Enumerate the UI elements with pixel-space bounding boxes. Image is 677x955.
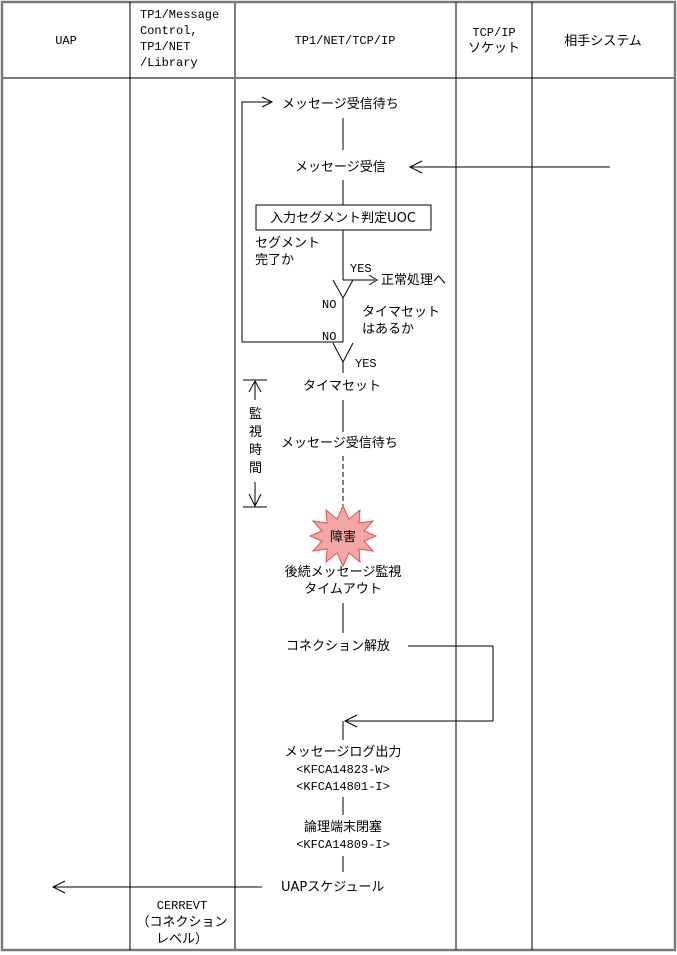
message-log-output: メッセージログ出力 <KFCA14823-W> <KFCA14801-I> [285,745,402,794]
svg-text:YES: YES [350,262,372,276]
segment-complete-question: セグメント [255,236,320,251]
retry-loop-line [241,96,343,343]
wait-message-label-2: メッセージ受信待ち [281,436,398,451]
logical-terminal-block: 論理端末閉塞 <KFCA14809-I> [296,819,390,852]
svg-text:/Library: /Library [140,56,198,70]
timer-set-label: タイマセット [303,379,381,394]
svg-text:<KFCA14823-W>: <KFCA14823-W> [296,763,390,777]
svg-text:YES: YES [355,357,377,371]
svg-text:TP1/NET/TCP/IP: TP1/NET/TCP/IP [295,34,396,48]
uap-schedule-label: UAPスケジュール [281,880,384,895]
svg-text:<KFCA14809-I>: <KFCA14809-I> [296,838,390,852]
header-tp1-message-control: TP1/Message Control, TP1/NET /Library [140,8,219,70]
wait-message-label-1: メッセージ受信待ち [282,97,399,112]
to-normal-processing: 正常処理へ [381,273,446,288]
svg-text:（コネクション: （コネクション [136,915,227,930]
arrow-up-icon [248,379,262,393]
cerrevt-note: CERREVT （コネクション レベル） [136,899,227,947]
failure-label: 障害 [330,529,356,545]
svg-text:UAP: UAP [55,34,77,48]
svg-text:時: 時 [249,443,262,458]
svg-text:NO: NO [322,330,336,344]
svg-text:相手システム: 相手システム [564,34,642,49]
svg-text:間: 間 [249,461,262,476]
header-partner-system: 相手システム [564,34,642,49]
svg-text:CERREVT: CERREVT [157,899,207,913]
svg-text:監: 監 [249,406,262,422]
svg-text:TCP/IP: TCP/IP [472,26,515,40]
svg-text:論理端末閉塞: 論理端末閉塞 [304,819,382,835]
svg-text:NO: NO [322,298,336,312]
connection-release-label: コネクション解放 [286,639,390,654]
header-uap: UAP [55,34,77,48]
header-tp1-net-tcp-ip: TP1/NET/TCP/IP [295,34,396,48]
svg-text:Control,: Control, [140,24,198,38]
arrow-down-icon [248,493,262,508]
svg-text:完了か: 完了か [255,253,294,268]
svg-text:メッセージログ出力: メッセージログ出力 [285,745,402,760]
arrow-left-icon [408,160,423,174]
arrow-left-icon [51,880,66,894]
header-tcp-ip-socket: TCP/IP ソケット [468,26,520,56]
svg-text:レベル）: レベル） [156,932,208,947]
arrow-left-icon [343,714,358,728]
arrow-right-icon [368,274,378,286]
receive-message-label: メッセージ受信 [295,160,386,175]
svg-text:<KFCA14801-I>: <KFCA14801-I> [296,780,390,794]
incoming-message-arrow [408,160,610,174]
timer-set-question: タイマセット [362,305,440,320]
svg-text:はあるか: はあるか [362,322,414,337]
svg-text:視: 視 [249,425,262,440]
uap-schedule-arrow [51,880,262,894]
svg-text:TP1/NET: TP1/NET [140,40,190,54]
timeout-label: 後続メッセージ監視 [285,564,402,580]
segment-uoc-box: 入力セグメント判定UOC [255,204,432,231]
monitor-time-bracket: 監 視 時 間 [243,379,267,508]
svg-text:入力セグメント判定UOC: 入力セグメント判定UOC [270,211,416,226]
loop-arrowhead-icon [261,96,274,108]
svg-text:タイムアウト: タイムアウト [304,582,382,597]
failure-burst-icon: 障害 [308,504,378,568]
connection-release-arrow [343,645,494,728]
svg-text:TP1/Message: TP1/Message [140,8,219,22]
svg-text:ソケット: ソケット [468,41,520,56]
